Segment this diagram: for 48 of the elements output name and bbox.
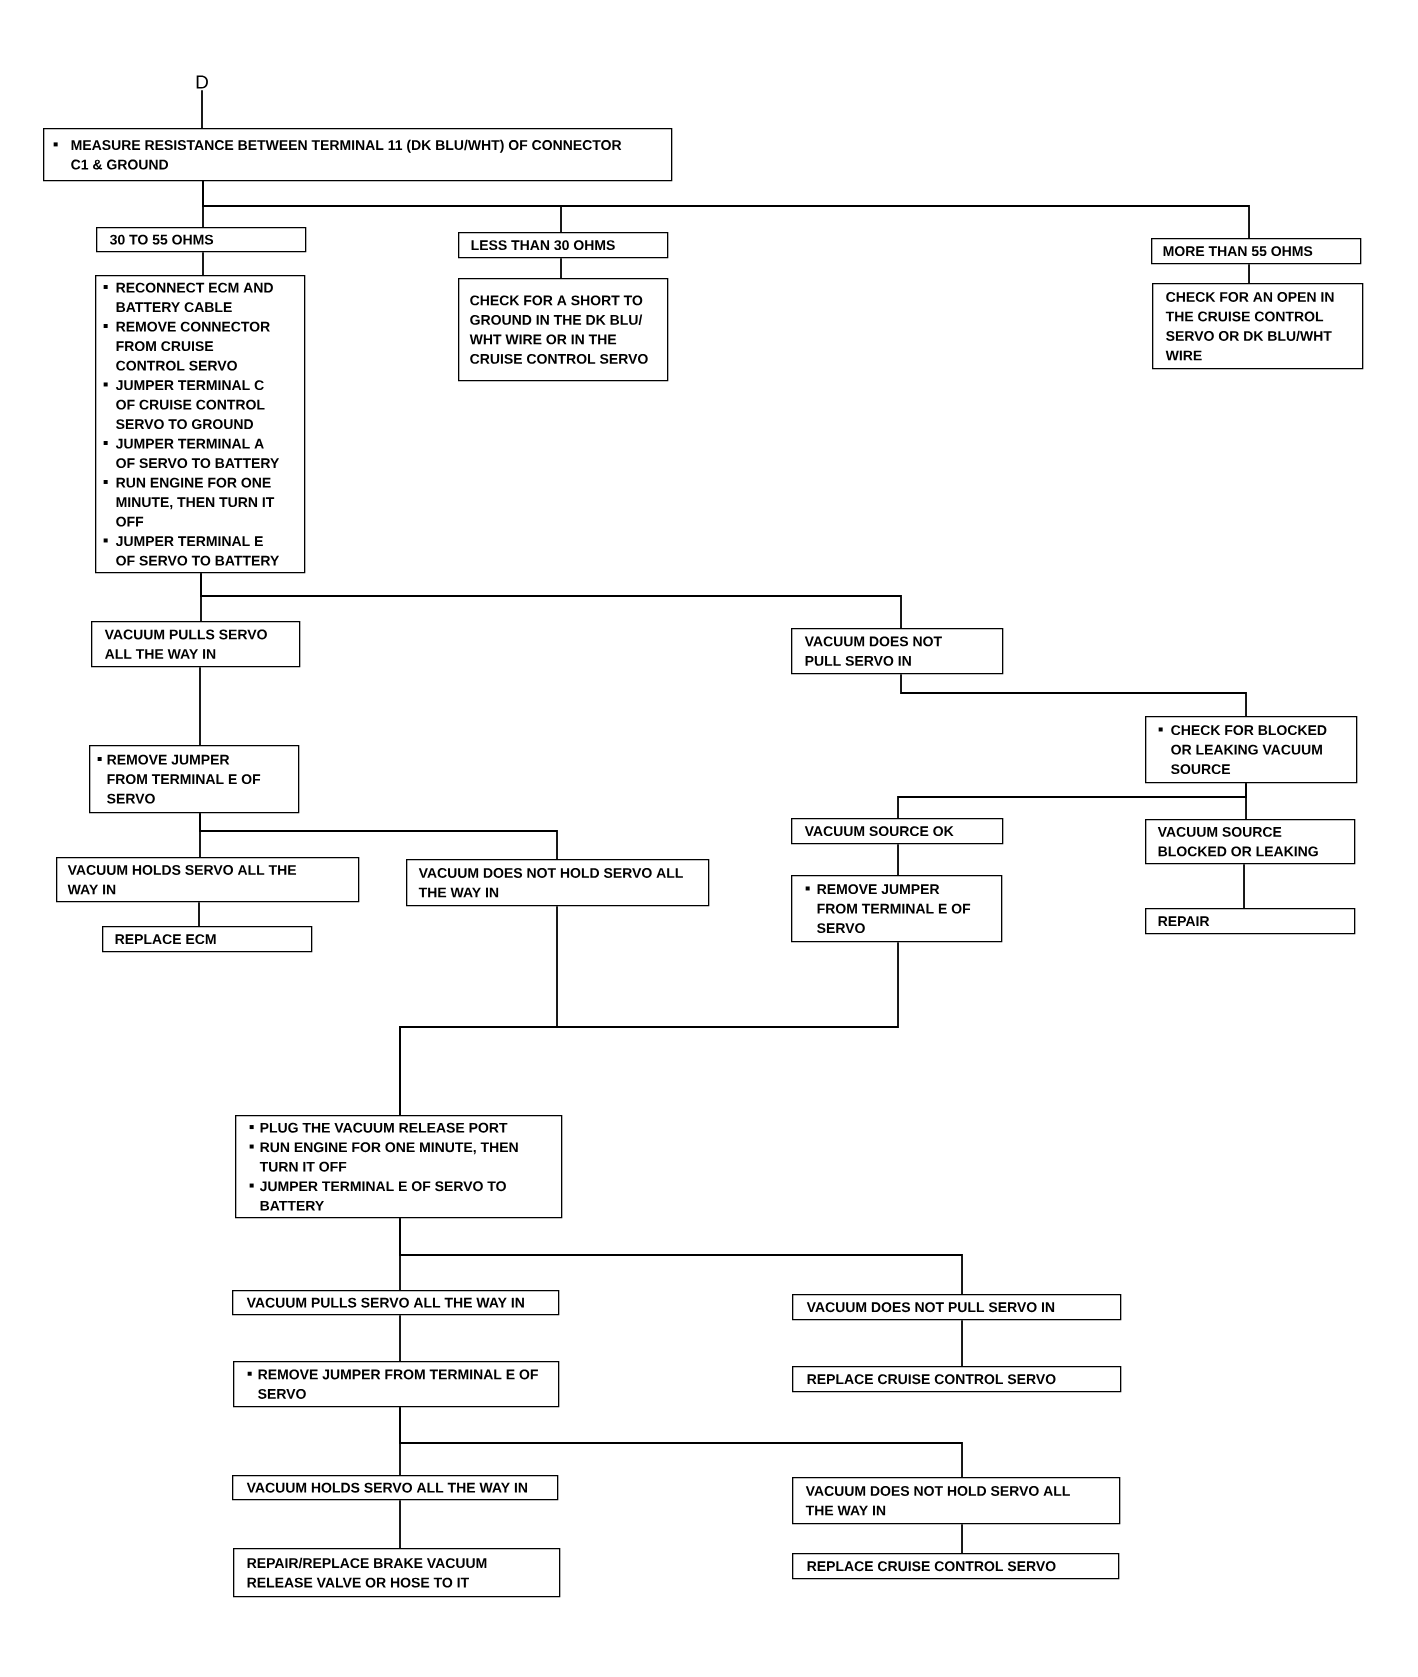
process-box: VACUUM DOES NOT HOLD SERVO ALL THE WAY IN [792,1477,1121,1525]
connector-line [202,180,1250,239]
process-box: REPLACE CRUISE CONTROL SERVO [792,1553,1120,1580]
connector-line [560,257,562,279]
process-box: REPLACE ECM [102,926,313,953]
connector-line [961,1523,963,1554]
connector-line [202,251,204,276]
process-box: VACUUM HOLDS SERVO ALL THE WAY IN [232,1475,559,1501]
connector-line [961,1319,963,1367]
process-box: REMOVE JUMPER FROM TERMINAL E OF SERVO [791,875,1003,943]
process-box: VACUUM PULLS SERVO ALL THE WAY IN [232,1290,560,1316]
connector-line [200,572,902,629]
connector-line [399,1406,963,1478]
connector-line [399,941,899,1116]
process-box: VACUUM DOES NOT PULL SERVO IN [792,1294,1122,1321]
connector-line [399,1314,401,1362]
process-box: REPLACE CRUISE CONTROL SERVO [792,1366,1122,1393]
process-box: VACUUM SOURCE OK [791,818,1004,845]
connector-label: D [196,75,208,89]
process-box: VACUUM PULLS SERVO ALL THE WAY IN [91,621,301,668]
process-box: MORE THAN 55 OHMS [1151,238,1362,265]
process-box: REMOVE JUMPER FROM TERMINAL E OF SERVO [89,745,300,814]
connector-line [897,843,899,876]
connector-line [199,666,201,746]
process-box: CHECK FOR AN OPEN IN THE CRUISE CONTROL SERVO OR DK BLU/WHT WIRE [1152,283,1364,370]
process-box: LESS THAN 30 OHMS [458,232,669,259]
connector-line [1248,263,1250,284]
connector-line [1245,782,1247,820]
process-box: VACUUM DOES NOT PULL SERVO IN [791,628,1004,675]
process-box: MEASURE RESISTANCE BETWEEN TERMINAL 11 (DK BLU/WHT) OF CONNECTOR C1 & GROUND [43,128,673,182]
process-box: CHECK FOR A SHORT TO GROUND IN THE DK BLU/ WHT WIRE OR IN THE CRUISE CONTROL SERVO [458,278,669,382]
process-box: VACUUM DOES NOT HOLD SERVO ALL THE WAY IN [406,859,710,907]
connector-line [198,901,200,927]
connector-line [399,1217,963,1295]
process-box: PLUG THE VACUUM RELEASE PORT RUN ENGINE FOR ONE MINUTE, THEN TURN IT OFF JUMPER TERMINAL E OF SERVO TO BATTERY [235,1115,563,1219]
process-box: VACUUM HOLDS SERVO ALL THE WAY IN [56,857,360,903]
process-box: RECONNECT ECM AND BATTERY CABLE REMOVE CONNECTOR FROM CRUISE CONTROL SERVO JUMPER TERMINAL C OF CRUISE CONTROL SERVO TO GROUND JUMPER TERMINAL A OF SERVO TO BATTERY RUN ENGINE FOR ONE MINUTE, THEN TURN IT OFF JUMPER TERMINAL E OF SERVO TO BATTERY [95,275,306,574]
connector-line [1243,863,1245,909]
process-box: REMOVE JUMPER FROM TERMINAL E OF SERVO [233,1361,560,1408]
process-box: REPAIR [1145,908,1356,935]
connector-line [199,812,558,860]
connector-line [201,89,203,129]
process-box: 30 TO 55 OHMS [96,227,307,253]
process-box: REPAIR/REPLACE BRAKE VACUUM RELEASE VALVE OR HOSE TO IT [233,1548,561,1598]
process-box: CHECK FOR BLOCKED OR LEAKING VACUUM SOURCE [1145,716,1358,784]
connector-line [900,673,1247,717]
process-box: VACUUM SOURCE BLOCKED OR LEAKING [1145,819,1356,865]
connector-line [399,1499,401,1549]
